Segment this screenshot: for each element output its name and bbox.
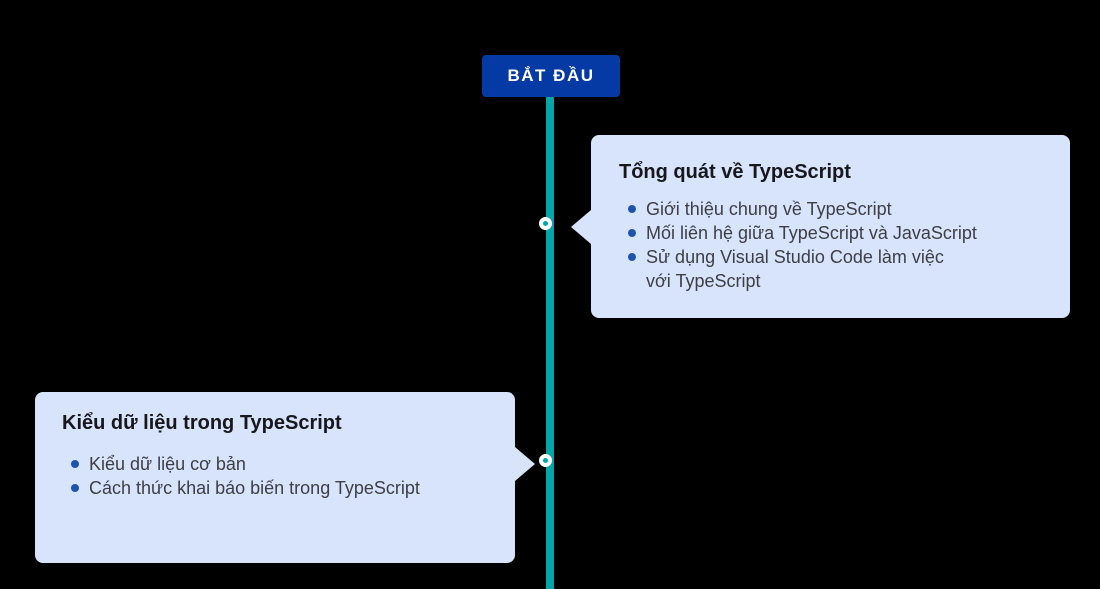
start-badge-label: BẮT ĐẦU	[507, 66, 595, 85]
callout-overview-title: Tổng quát về TypeScript	[619, 161, 851, 183]
list-item-text: Sử dụng Visual Studio Code làm việc với …	[646, 247, 944, 291]
bullet-icon	[628, 205, 636, 213]
list-item: Giới thiệu chung về TypeScript	[628, 197, 1056, 221]
start-badge: BẮT ĐẦU	[482, 55, 620, 97]
list-item: Kiểu dữ liệu cơ bản	[71, 452, 501, 476]
bullet-icon	[628, 229, 636, 237]
callout-pointer-right	[515, 447, 535, 481]
callout-overview: Tổng quát về TypeScript Giới thiệu chung…	[571, 135, 1070, 318]
callout-datatypes: Kiểu dữ liệu trong TypeScript Kiểu dữ li…	[35, 392, 535, 563]
callout-datatypes-list: Kiểu dữ liệu cơ bản Cách thức khai báo b…	[71, 452, 501, 500]
timeline-node-datatypes	[539, 454, 552, 467]
list-item-text: Kiểu dữ liệu cơ bản	[89, 454, 246, 474]
list-item: Cách thức khai báo biến trong TypeScript	[71, 476, 501, 500]
timeline-line	[546, 94, 554, 589]
bullet-icon	[71, 460, 79, 468]
list-item: Sử dụng Visual Studio Code làm việc với …	[628, 245, 1056, 293]
list-item-text: Cách thức khai báo biến trong TypeScript	[89, 478, 420, 498]
bullet-icon	[71, 484, 79, 492]
bullet-icon	[628, 253, 636, 261]
callout-overview-list: Giới thiệu chung về TypeScript Mối liên …	[628, 197, 1056, 293]
list-item-text: Giới thiệu chung về TypeScript	[646, 199, 892, 219]
callout-datatypes-title: Kiểu dữ liệu trong TypeScript	[62, 412, 342, 434]
list-item: Mối liên hệ giữa TypeScript và JavaScrip…	[628, 221, 1056, 245]
list-item-text: Mối liên hệ giữa TypeScript và JavaScrip…	[646, 223, 977, 243]
timeline-node-overview	[539, 217, 552, 230]
callout-pointer-left	[571, 210, 591, 244]
